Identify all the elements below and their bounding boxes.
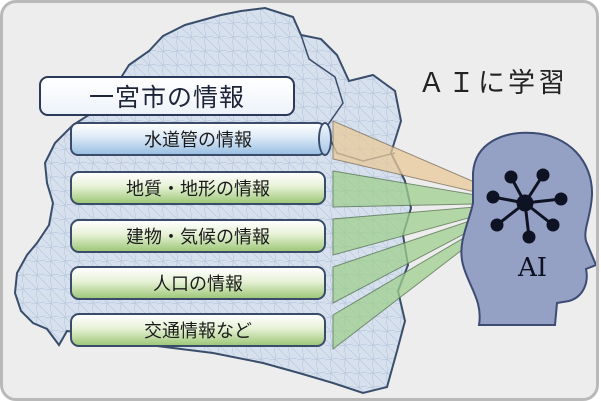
city-info-title: 一宮市の情報: [39, 76, 295, 116]
info-item-label: 建物・気候の情報: [126, 227, 270, 248]
info-item-population: 人口の情報: [70, 266, 326, 300]
ai-learning-label: ＡＩに学習: [418, 68, 568, 99]
pipe-end-icon: [318, 122, 332, 156]
info-item-geology: 地質・地形の情報: [70, 171, 326, 205]
info-item-label: 水道管の情報: [144, 130, 252, 151]
info-item-buildings-climate: 建物・気候の情報: [70, 219, 326, 253]
info-item-water-pipes: 水道管の情報: [70, 122, 332, 156]
neural-network-icon: [486, 168, 568, 244]
info-item-label: 交通情報など: [144, 321, 252, 342]
info-item-label: 人口の情報: [153, 274, 243, 295]
info-item-label: 地質・地形の情報: [126, 179, 270, 200]
ai-label: AI: [518, 253, 548, 283]
info-item-traffic: 交通情報など: [70, 313, 326, 347]
